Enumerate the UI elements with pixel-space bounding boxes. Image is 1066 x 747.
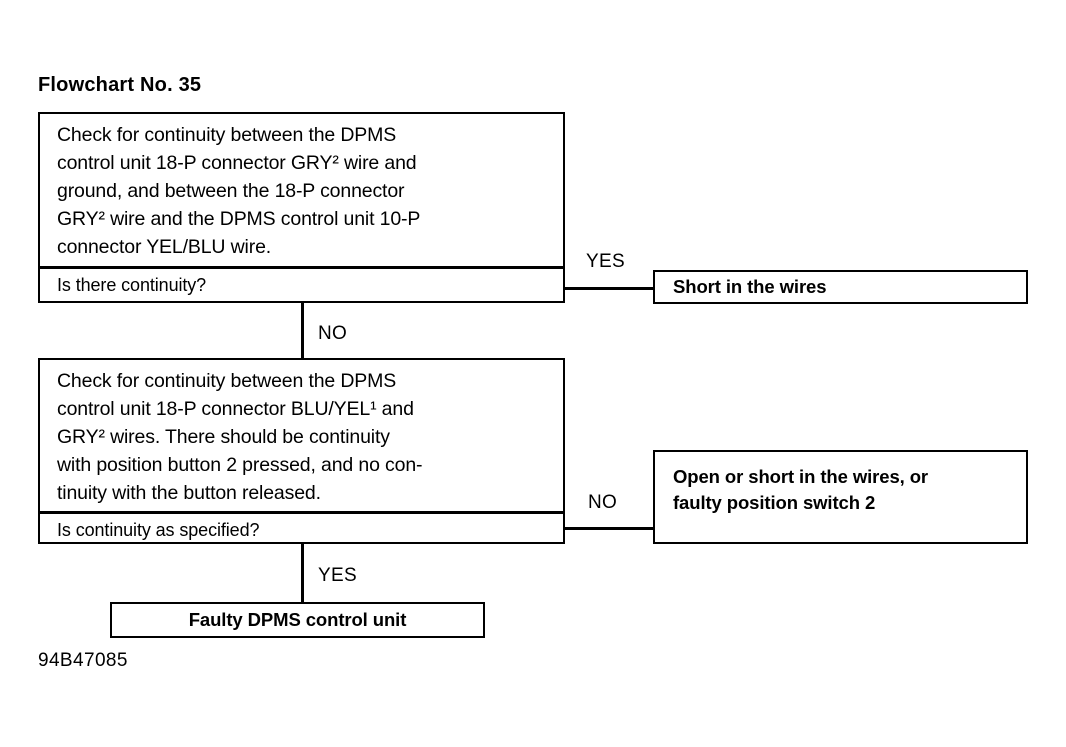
- statement-line: GRY² wires. There should be continuity: [57, 426, 390, 448]
- statement-line: tinuity with the button released.: [57, 482, 321, 504]
- connector-step-1-yes: [563, 287, 655, 290]
- result-line: Open or short in the wires, or: [673, 466, 929, 487]
- statement-line: connector YEL/BLU wire.: [57, 236, 272, 258]
- step-1-question: Is there continuity?: [40, 266, 563, 301]
- statement-line: with position button 2 pressed, and no c…: [57, 454, 423, 476]
- result-box-short-in-wires: Short in the wires: [653, 270, 1028, 304]
- result-line: Short in the wires: [673, 276, 827, 297]
- branch-label-step-1-no: NO: [318, 323, 348, 344]
- result-text-block: Open or short in the wires, or faulty po…: [673, 464, 928, 516]
- result-box-open-or-short: Open or short in the wires, or faulty po…: [653, 450, 1028, 544]
- statement-line: GRY² wire and the DPMS control unit 10-P: [57, 208, 421, 230]
- result-line: Faulty DPMS control unit: [188, 609, 407, 630]
- statement-line: ground, and between the 18-P connector: [57, 180, 405, 202]
- branch-label-step-2-yes: YES: [318, 565, 357, 586]
- statement-line: Check for continuity between the DPMS: [57, 370, 397, 392]
- statement-line: Check for continuity between the DPMS: [57, 124, 397, 146]
- result-line: faulty position switch 2: [673, 492, 876, 513]
- figure-reference-code: 94B47085: [38, 650, 128, 671]
- statement-line: control unit 18-P connector GRY² wire an…: [57, 152, 417, 174]
- connector-step-2-no: [563, 527, 655, 530]
- decision-box-step-1: Check for continuity between the DPMS co…: [38, 112, 565, 303]
- decision-box-step-2: Check for continuity between the DPMS co…: [38, 358, 565, 544]
- step-2-statement: Check for continuity between the DPMS co…: [40, 360, 563, 511]
- connector-step-2-yes: [301, 542, 304, 603]
- branch-label-step-1-yes: YES: [586, 251, 625, 272]
- step-1-statement: Check for continuity between the DPMS co…: [40, 114, 563, 266]
- step-2-question: Is continuity as specified?: [40, 511, 563, 546]
- result-box-faulty-control-unit: Faulty DPMS control unit: [110, 602, 485, 638]
- connector-step-1-no: [301, 301, 304, 359]
- page-title: Flowchart No. 35: [38, 74, 202, 96]
- branch-label-step-2-no: NO: [588, 492, 618, 513]
- statement-line: control unit 18-P connector BLU/YEL¹ and: [57, 398, 414, 420]
